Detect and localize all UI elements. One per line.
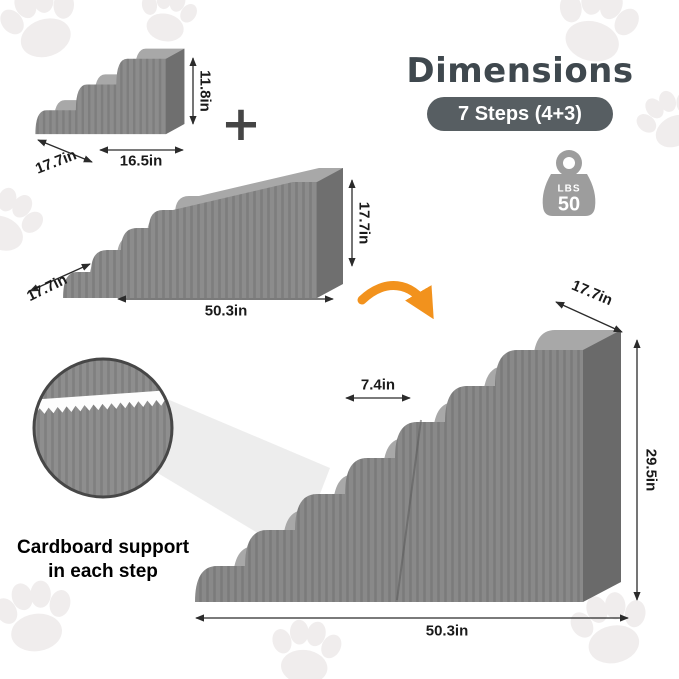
callout-line-2: in each step	[48, 561, 158, 582]
weight-value-label: 50	[557, 193, 581, 216]
weight-lbs-icon	[542, 150, 596, 216]
combine-arrow-icon	[357, 281, 434, 320]
callout-line-1: Cardboard support	[16, 537, 190, 558]
page-title: Dimensions	[406, 51, 634, 91]
dim-label-ramp-length: 50.3in	[204, 302, 248, 320]
inset-circle-border	[32, 357, 174, 499]
two-piece-seam-line	[396, 419, 422, 601]
paw-icon	[264, 615, 348, 679]
dim-label-small-height: 11.8in	[196, 70, 214, 112]
inset-pointer-beam	[146, 396, 330, 556]
paw-icon	[132, 0, 204, 48]
paw-icon	[626, 78, 679, 160]
steps-count-label: 7 Steps (4+3)	[458, 102, 582, 125]
dim-label-small-width: 16.5in	[119, 152, 163, 170]
dim-line-small-depth	[37, 139, 93, 163]
steps-count-badge: 7 Steps (4+3)	[427, 97, 613, 131]
small-stair-illustration	[35, 48, 185, 135]
cardboard-zigzag-icon	[35, 389, 171, 415]
dim-line-combined-depth	[555, 301, 623, 333]
dim-line-ramp-depth	[29, 263, 91, 292]
dim-label-combined-length: 50.3in	[425, 622, 469, 640]
weight-unit-label: LBS	[557, 183, 581, 195]
paw-icon	[0, 0, 92, 69]
combined-stair-illustration	[195, 330, 621, 602]
plus-sign: +	[220, 96, 262, 152]
paw-icon	[0, 574, 81, 657]
dim-label-ramp-height: 17.7in	[355, 201, 373, 245]
dim-label-combined-tread: 7.4in	[360, 376, 396, 394]
dim-label-combined-height: 29.5in	[642, 448, 660, 492]
paw-icon	[0, 175, 54, 264]
ramp-stair-illustration	[63, 168, 343, 298]
dimension-lines	[29, 57, 641, 622]
cardboard-detail-inset	[32, 357, 174, 499]
